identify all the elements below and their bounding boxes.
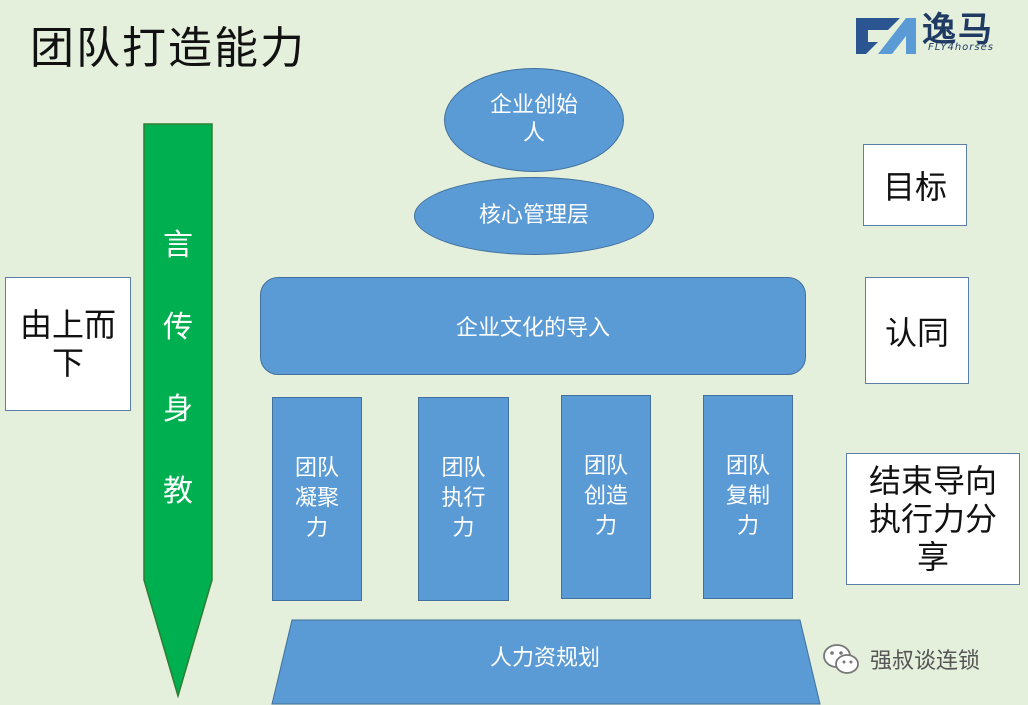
arrow-label: 言 传 身 教: [143, 205, 213, 533]
arrow-char: 教: [163, 474, 193, 509]
page-title: 团队打造能力: [30, 23, 306, 74]
down-arrow-icon: [143, 123, 213, 698]
arrow-char: 言: [163, 228, 193, 263]
wechat-icon: [823, 644, 859, 674]
arrow-char: 传: [163, 310, 193, 345]
results-oriented-box: 结束导向 执行力分 享: [846, 453, 1020, 585]
pillar-cohesion: 团队 凝聚 力: [272, 397, 362, 601]
logo-mark-icon: [856, 18, 916, 54]
base-trapezoid: [271, 619, 821, 705]
watermark-text: 强叔谈连锁: [870, 649, 981, 674]
arrow-char: 身: [163, 392, 193, 427]
base-label: 人力资规划: [489, 646, 600, 671]
pillar-execution: 团队 执行 力: [418, 397, 509, 601]
founder-ellipse: 企业创始 人: [444, 68, 624, 172]
pillar-replication: 团队 复制 力: [703, 395, 793, 599]
culture-import-box: 企业文化的导入: [260, 277, 806, 375]
logo-text-cn: 逸马: [922, 10, 994, 50]
goal-box: 目标: [863, 144, 967, 226]
pillar-creativity: 团队 创造 力: [561, 395, 651, 599]
identify-box: 认同: [865, 277, 969, 384]
top-down-box: 由上而 下: [5, 277, 131, 411]
core-management-ellipse: 核心管理层: [414, 177, 654, 255]
logo-text-en: FLY4horses: [928, 42, 994, 53]
